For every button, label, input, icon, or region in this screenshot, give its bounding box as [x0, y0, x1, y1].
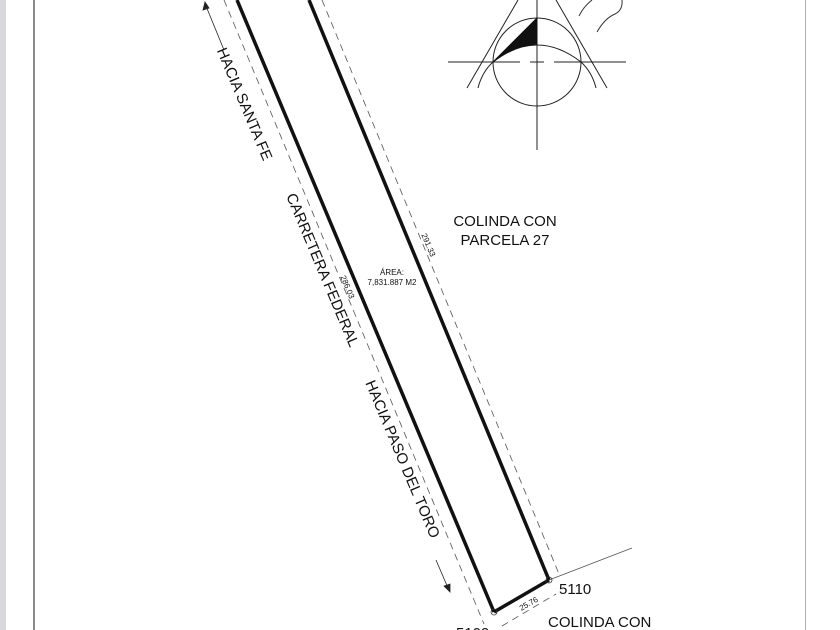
area-label: ÁREA: [380, 268, 404, 277]
neighbor-east-line2: PARCELA 27 [461, 232, 550, 249]
dimension-lines [223, 0, 560, 627]
sketch-squiggle [578, 0, 623, 33]
dimension-east-side: 291.33 [419, 232, 437, 259]
north-arrow-icon [448, 0, 626, 150]
neighbor-south-line1: COLINDA CON [548, 614, 651, 630]
area-value: 7,831.887 M2 [368, 278, 417, 287]
parcel-outline [235, 0, 551, 614]
arrow-north-icon [202, 1, 225, 51]
page-border-right [805, 0, 806, 630]
neighbor-east-line1: COLINDA CON [453, 213, 556, 230]
vertex-label-5110: 5110 [559, 581, 591, 598]
arrow-south-icon [435, 559, 451, 593]
south-boundary-extension [548, 547, 633, 581]
viewer-gutter [0, 0, 6, 630]
page-border-left [33, 0, 35, 630]
vertex-marker-5109 [490, 608, 498, 616]
vertex-marker-5110 [545, 576, 553, 584]
label-hacia-santa-fe: HACIA SANTA FE [213, 45, 275, 163]
vertex-label-5109: 5109 [456, 625, 489, 630]
